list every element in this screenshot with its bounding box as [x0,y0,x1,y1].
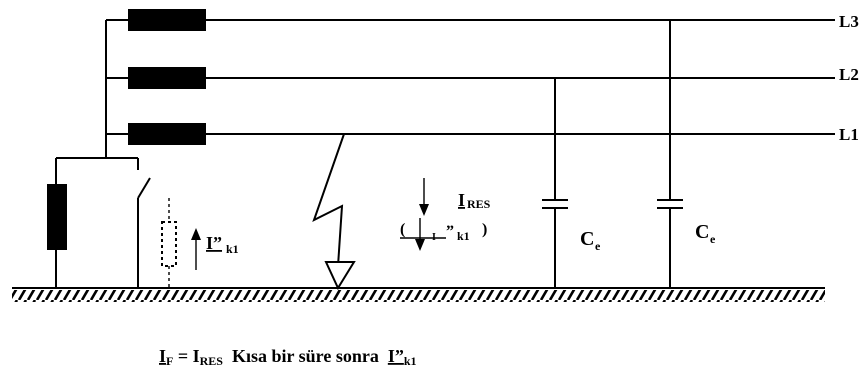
label-l1: L1 [839,125,859,144]
formula-eq: = I [173,346,199,366]
capacitor-1-label-sub: e [595,239,601,253]
switch-blade [137,177,151,199]
formula-ik1-sub: k1 [404,354,417,368]
impedance-l1 [128,123,206,145]
ik1-label-sub: k1 [226,242,239,256]
paren-open: ( [400,221,405,238]
formula-ik1: I” [388,346,404,366]
ires-label-sub: RES [467,197,491,211]
ires-label: I [458,190,465,210]
capacitor-2-label: C [695,221,709,243]
ik1-arrow-head [191,228,201,240]
label-l3: L3 [839,12,859,31]
paren-i: I [432,232,436,243]
ground-hatching [12,290,825,302]
formula-line: IF = IRES Kısa bir süre sonra I”k1 [159,346,417,368]
formula-if: I [159,346,166,366]
formula-ires-sub: RES [200,354,224,368]
label-l2: L2 [839,65,859,84]
impedance-l2 [128,67,206,89]
petersen-coil [47,184,67,250]
dotted-coil-symbol [161,221,177,267]
formula-if-sub: F [166,354,173,368]
paren-close: ) [482,221,487,238]
fault-bolt-arrow [324,261,356,291]
ires-arrow-head [419,204,429,216]
paren-quote: ” [446,223,454,240]
paren-arrow-head [415,239,425,251]
formula-text: Kısa bir süre sonra [223,346,388,366]
ik1-label: I” [206,233,222,253]
capacitor-1-label: C [580,228,594,250]
paren-sub: k1 [457,229,470,243]
fault-bolt [312,133,345,267]
impedance-l3 [128,9,206,31]
capacitor-2-label-sub: e [710,232,716,246]
